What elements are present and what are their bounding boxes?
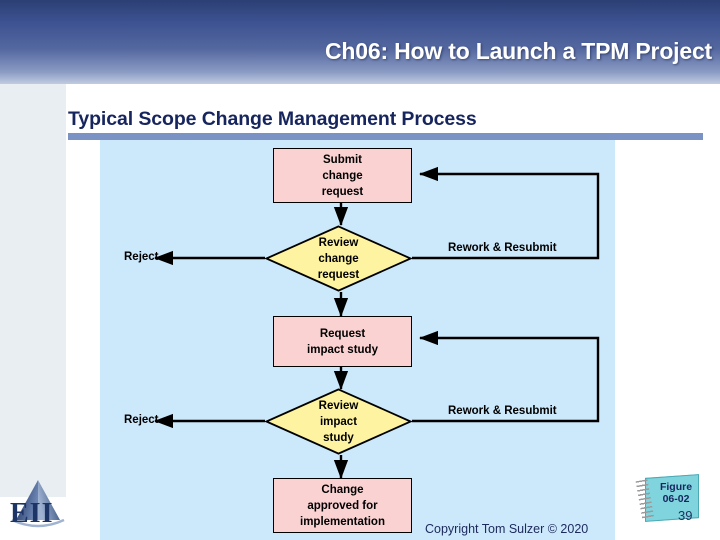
flow-node-review-impact-study[interactable]: Review impact study [265,388,412,455]
flow-node-label-line: approved for [307,499,378,512]
flow-node-label-line: change [322,169,363,182]
flow-node-submit-change-request[interactable]: Submit change request [273,148,412,203]
figure-label-line2: 06-02 [662,493,690,505]
flow-node-request-impact-study[interactable]: Request impact study [273,316,412,367]
edge-label-reject-2: Reject [124,414,159,426]
flow-node-review-change-request[interactable]: Review change request [265,225,412,292]
flow-node-label-line: Request [319,327,366,340]
header-band [0,0,720,84]
edge-label-reject-1: Reject [124,251,159,263]
flow-node-label-line: impact study [307,343,378,356]
flowchart-panel: Submit change request Review change requ… [100,140,615,540]
eii-logo-icon [6,474,82,538]
page-number: 39 [678,508,693,523]
section-subtitle: Typical Scope Change Management Process [68,108,477,130]
flow-node-label-line: implementation [300,515,385,528]
decision-diamond-shape [265,388,412,455]
edge-label-rework-2: Rework & Resubmit [448,405,557,417]
page-title: Ch06: How to Launch a TPM Project [325,38,712,64]
figure-label-line1: Figure [659,481,693,493]
subtitle-divider [68,133,703,140]
flow-node-label-line: Submit [323,153,362,166]
flow-node-change-approved[interactable]: Change approved for implementation [273,478,412,533]
flow-node-label-line: request [321,185,364,198]
flow-node-label-line: Change [321,483,364,496]
flowchart-connectors [154,166,600,479]
pyramid-icon [11,480,65,528]
eii-logo-text: EII [10,498,54,529]
figure-label: Figure 06-02 [648,481,704,505]
decision-diamond-shape [265,225,412,292]
edge-label-rework-1: Rework & Resubmit [448,242,557,254]
copyright-text: Copyright Tom Sulzer © 2020 [425,522,589,536]
